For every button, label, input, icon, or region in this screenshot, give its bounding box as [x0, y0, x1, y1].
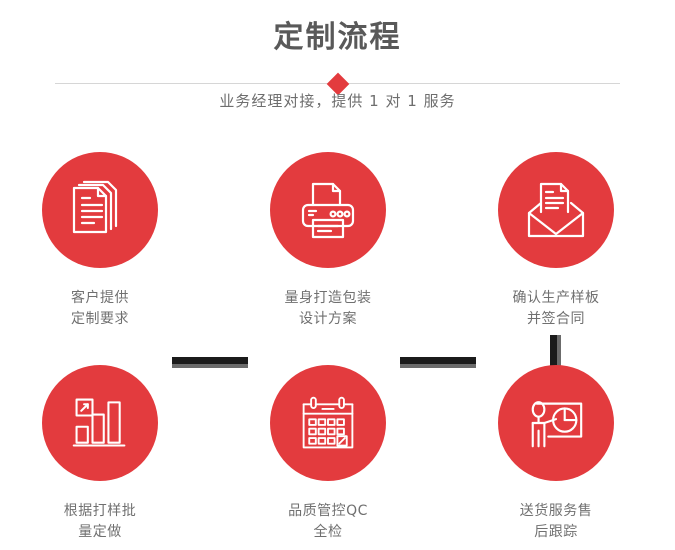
calendar-icon	[302, 396, 354, 449]
step-5-circle	[270, 365, 386, 481]
connector-bar	[400, 357, 476, 364]
step-2-label: 量身打造包装 设计方案	[284, 290, 372, 327]
process-step-5[interactable]: 品质管控QC 全检	[248, 365, 408, 543]
step-4-label: 根据打样批 量定做	[63, 503, 137, 540]
connector-shadow	[557, 335, 561, 369]
printer-icon	[301, 182, 355, 239]
connector-shadow	[400, 364, 476, 368]
step-6-circle	[498, 365, 614, 481]
envelope-letter-icon	[527, 182, 585, 238]
process-row-top: 客户提供 定制要求	[0, 152, 675, 368]
step-3-label: 确认生产样板 并签合同	[512, 290, 600, 327]
page-title: 定制流程	[273, 20, 402, 55]
step-4-circle	[42, 365, 158, 481]
process-row-bottom: 根据打样批 量定做	[0, 365, 675, 550]
connector-step3-step6-vertical	[550, 335, 561, 369]
divider	[55, 72, 620, 96]
step-6-label: 送货服务售 后跟踪	[519, 503, 593, 540]
connector-shadow	[172, 364, 248, 368]
header: 定制流程 业务经理对接，提供 1 对 1 服务	[0, 0, 675, 130]
step-5-label: 品质管控QC 全检	[288, 503, 368, 540]
step-3-circle	[498, 152, 614, 268]
page-subtitle: 业务经理对接，提供 1 对 1 服务	[219, 92, 456, 110]
connector-step2-step3	[400, 357, 476, 368]
connector-bar	[172, 357, 248, 364]
process-step-4[interactable]: 根据打样批 量定做	[20, 365, 180, 543]
process-step-6[interactable]: 送货服务售 后跟踪	[476, 365, 636, 543]
connector-bar	[550, 335, 557, 369]
process-step-2[interactable]: 量身打造包装 设计方案	[248, 152, 408, 330]
step-1-circle	[42, 152, 158, 268]
connector-step1-step2	[172, 357, 248, 368]
process-step-1[interactable]: 客户提供 定制要求	[20, 152, 180, 330]
presenter-pie-chart-icon	[531, 401, 583, 448]
process-step-3[interactable]: 确认生产样板 并签合同	[476, 152, 636, 330]
documents-stack-icon	[72, 180, 118, 234]
step-2-circle	[270, 152, 386, 268]
step-1-label: 客户提供 定制要求	[71, 290, 129, 327]
bar-chart-growth-icon	[72, 398, 126, 447]
